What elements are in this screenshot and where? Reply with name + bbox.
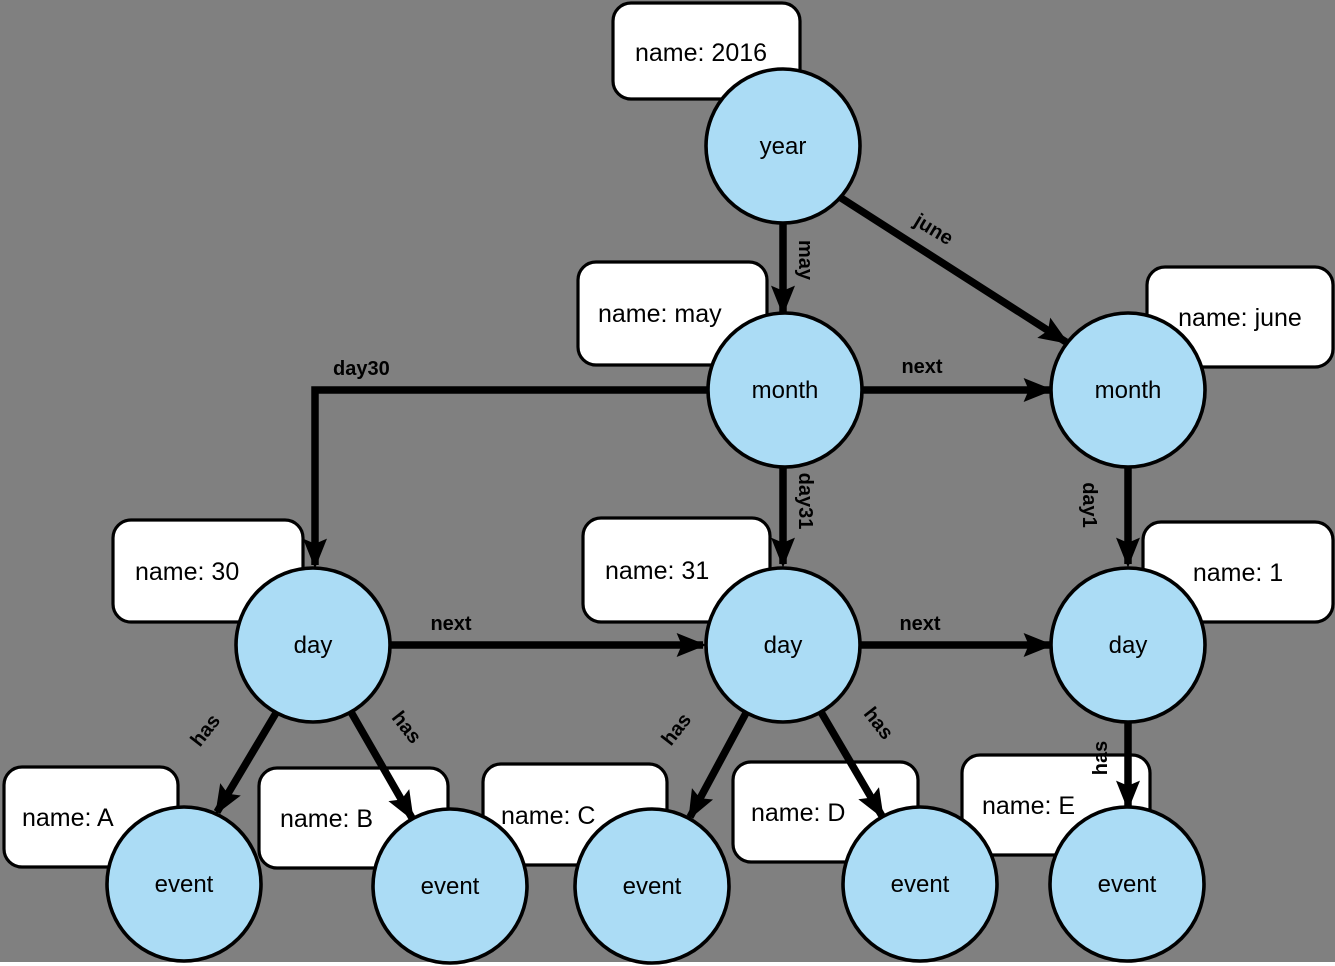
edge-day-31-event-d [817,710,886,820]
graph-node-day-31 [704,566,862,724]
node-label-month-may: month [752,377,819,404]
edge-month-may-day-30 [303,386,708,569]
graph-node-month-may [706,311,864,469]
graph-node-event-b [371,807,529,965]
property-box-label-event-c: name: C [501,802,595,830]
node-label-event-e: event [1098,871,1157,898]
graph-node-event-e [1048,805,1206,963]
edge-label-next-day31-day1: next [899,613,940,635]
node-label-day-30: day [294,632,333,659]
property-box-label-event-b: name: B [280,805,373,833]
edge-label-next-day30-day31: next [430,613,471,635]
edge-label-day1: day1 [1078,482,1100,528]
graph-node-month-june [1049,311,1207,469]
graph-node-day-1 [1049,566,1207,724]
graph-node-day-30 [234,566,392,724]
edge-label-next-months: next [901,356,942,378]
property-box-label-year: name: 2016 [635,39,767,67]
edge-year-month-june [835,192,1070,346]
property-box-label-event-e: name: E [982,792,1075,820]
edge-day-30-event-b [347,710,416,822]
edge-day-31-event-c [686,711,750,821]
property-box-label-event-d: name: D [751,799,845,827]
node-label-year: year [760,133,807,160]
node-label-month-june: month [1095,377,1162,404]
property-box-label-event-a: name: A [22,804,114,832]
edge-label-day30: day30 [333,358,390,380]
graph-node-event-c [573,807,731,965]
property-box-label-day-31: name: 31 [605,557,709,585]
edge-day-30-event-a [213,711,280,816]
nodes-layer: year month month day day day event event… [105,67,1207,965]
edge-label-has-e: has [1090,741,1112,775]
property-box-label-month-june: name: june [1178,304,1302,332]
edge-label-day31: day31 [794,473,816,530]
node-label-event-a: event [155,871,214,898]
edge-label-may: may [794,240,816,281]
edges-layer: may june next day30 day31 day1 next next… [187,192,1140,822]
property-box-label-day-1: name: 1 [1193,559,1283,587]
property-box-label-month-may: name: may [598,300,722,328]
node-label-event-d: event [891,871,950,898]
node-label-day-1: day [1109,632,1148,659]
node-label-event-c: event [623,873,682,900]
property-box-label-day-30: name: 30 [135,558,239,586]
graph-node-event-d [841,805,999,963]
graph-node-year [704,67,862,225]
node-label-event-b: event [421,873,480,900]
node-label-day-31: day [764,632,803,659]
graph-node-event-a [105,805,263,963]
